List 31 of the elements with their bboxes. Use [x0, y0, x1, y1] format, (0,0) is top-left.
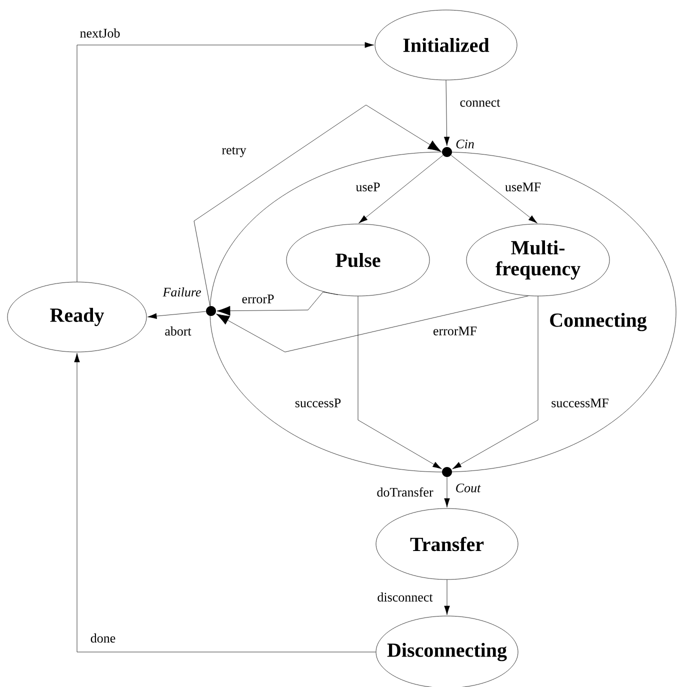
- edge-label: abort: [164, 325, 192, 337]
- arrow: [216, 292, 338, 316]
- arrow: [76, 42, 374, 282]
- edge-label: disconnect: [376, 591, 434, 603]
- arrow: [452, 296, 538, 470]
- edge-label: nextJob: [78, 27, 122, 39]
- arrow: [444, 580, 450, 615]
- arrow: [450, 155, 538, 224]
- arrow: [74, 353, 376, 652]
- point-label: Cout: [456, 484, 481, 492]
- arrow: [358, 155, 444, 224]
- point-label: Failure: [162, 287, 201, 297]
- edge-label: useMF: [504, 182, 542, 192]
- edge-label: successP: [294, 398, 342, 408]
- arrow: [194, 104, 442, 306]
- edge-label: errorMF: [432, 326, 478, 336]
- arrow: [358, 296, 442, 470]
- edge-label: done: [89, 632, 117, 644]
- edge-label: useP: [354, 182, 382, 192]
- edge-label: successMF: [550, 398, 610, 408]
- arrow: [216, 296, 529, 352]
- arrow: [444, 477, 450, 508]
- arrow: [148, 311, 206, 319]
- point-label: Cin: [456, 140, 474, 148]
- edge-label: errorP: [240, 294, 276, 304]
- edge-label: connect: [458, 98, 502, 108]
- junction-dot: [442, 467, 452, 477]
- arrow: [444, 80, 450, 146]
- junction-dot: [206, 306, 216, 316]
- edge-label: doTransfer: [376, 486, 434, 498]
- junction-dot: [442, 147, 452, 157]
